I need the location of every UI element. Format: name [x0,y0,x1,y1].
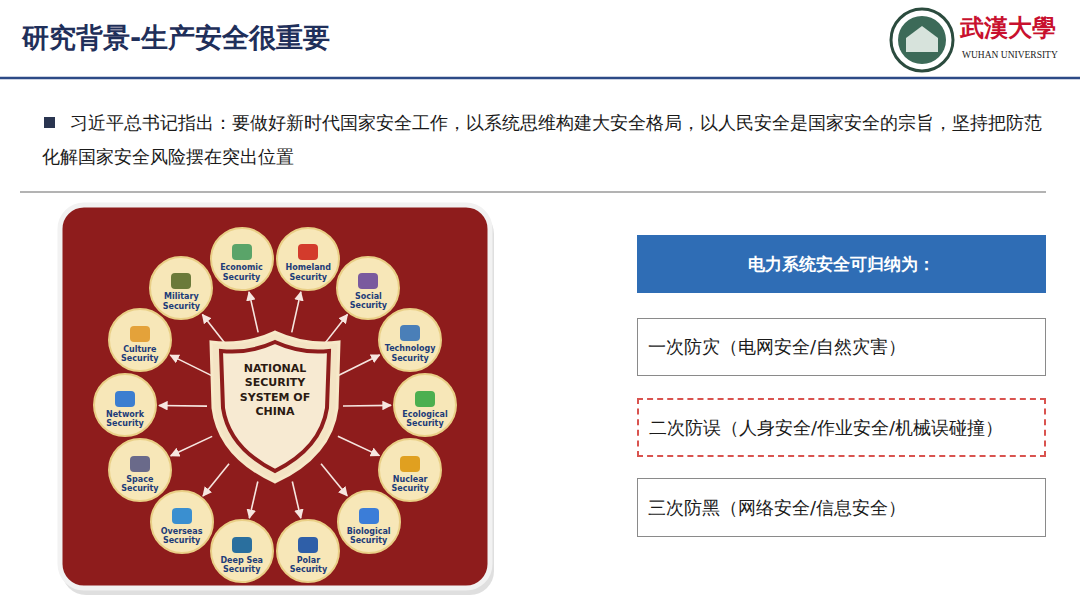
bullet-square [44,117,55,128]
security-circle: Homeland Security [276,227,340,291]
security-circle: Military Security [149,256,213,320]
security-label: Deep Sea Security [215,556,269,574]
arrow-connector [249,481,257,518]
security-icon [415,391,435,407]
security-label: Culture Security [113,345,167,363]
security-panel [60,205,490,588]
security-label: Polar Security [281,556,335,574]
security-icon [232,244,252,260]
security-icon [359,508,379,524]
security-label: Ecological Security [398,410,452,428]
category-box: 一次防灾（电网安全/自然灾害） [637,318,1046,376]
security-label: Military Security [154,292,208,310]
security-circle: Biological Security [337,490,401,554]
security-label: Social Security [341,292,395,310]
shield-label: NATIONAL SECURITY SYSTEM OF CHINA [235,362,315,419]
security-icon [115,391,135,407]
security-circle: Ecological Security [393,373,457,437]
security-label: Network Security [98,410,152,428]
security-circle: Culture Security [108,308,172,372]
category-box: 二次防误（人身安全/作业安全/机械误碰撞） [637,398,1046,457]
security-label: Economic Security [215,263,269,281]
security-circle: Network Security [93,373,157,437]
arrow-connector [337,355,379,376]
security-label: Biological Security [342,527,396,545]
slide-title: 研究背景-生产安全很重要 [22,20,330,56]
security-label: Technology Security [383,344,437,362]
security-icon [171,273,191,289]
logo-seal-inner [898,16,946,64]
security-icon [298,244,318,260]
logo-building [906,26,938,52]
security-icon [172,508,192,524]
security-circle: Economic Security [210,227,274,291]
arrow-connector [249,292,258,332]
arrow-connector [292,481,301,518]
arrow-connector [338,436,379,455]
box-label: 三次防黑（网络安全/信息安全） [648,496,906,519]
header-rule [0,77,1080,80]
security-circle: Social Security [336,256,400,320]
security-icon [298,537,318,553]
arrow-connector [203,464,229,496]
security-label: Overseas Security [155,527,209,545]
bullet-text: 习近平总书记指出：要做好新时代国家安全工作，以系统思维构建大安全格局，以人民安全… [42,106,1042,174]
arrow-connector [170,355,212,376]
header-box: 电力系统安全可归纳为： [637,235,1046,293]
box-label: 电力系统安全可归纳为： [748,253,935,276]
logo-text: 武漢大學 [960,12,1056,44]
security-circle: Nuclear Security [378,438,442,502]
category-box: 三次防黑（网络安全/信息安全） [637,478,1046,537]
security-label: Homeland Security [281,263,335,281]
arrow-connector [159,405,207,407]
security-circle: Technology Security [378,308,442,372]
security-circle: Deep Sea Security [210,519,274,583]
security-circle: Space Security [108,438,172,502]
security-label: Nuclear Security [383,475,437,493]
security-circle: Polar Security [276,519,340,583]
logo-seal [891,9,953,71]
arrow-connector [292,292,301,332]
security-icon [130,456,150,472]
security-label: Space Security [113,475,167,493]
box-label: 一次防灾（电网安全/自然灾害） [648,335,906,358]
logo-subtext: WUHAN UNIVERSITY [962,50,1058,60]
security-icon [130,326,150,342]
security-icon [232,537,252,553]
arrow-connector [321,464,347,496]
center-shield: NATIONAL SECURITY SYSTEM OF CHINA [205,328,345,486]
security-icon [358,273,378,289]
box-label: 二次防误（人身安全/作业安全/机械误碰撞） [649,416,1003,439]
separator-rule [20,191,1046,193]
arrow-connector [171,436,212,455]
security-circle: Overseas Security [150,490,214,554]
arrow-connector [343,405,391,407]
security-icon [400,456,420,472]
security-icon [400,325,420,341]
